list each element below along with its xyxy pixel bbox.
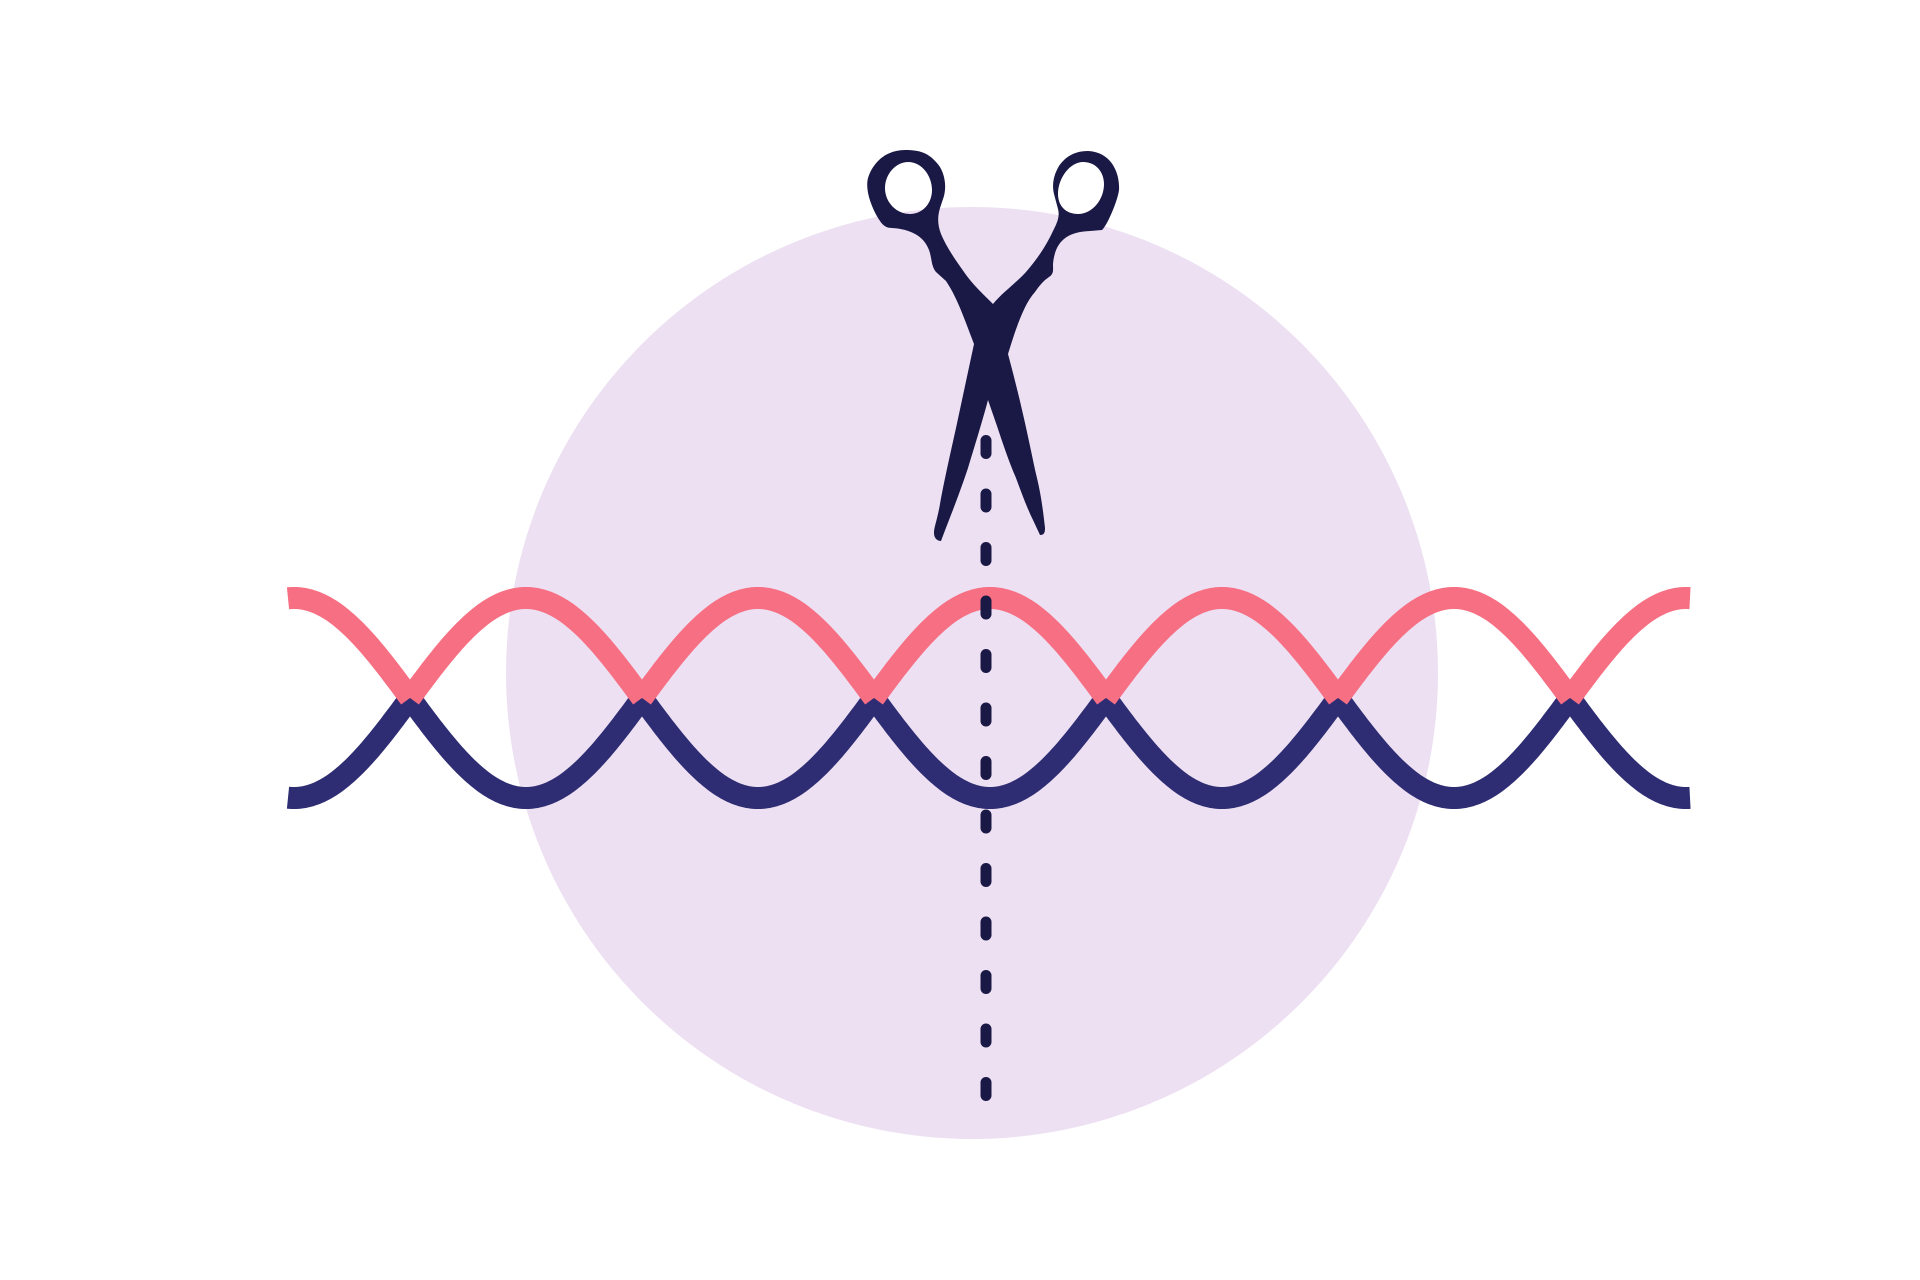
dna-strand-front bbox=[401, 587, 651, 705]
cut-line bbox=[980, 435, 992, 1101]
dna-strand-back bbox=[865, 691, 1115, 809]
dna-strand-back bbox=[1097, 691, 1347, 809]
dna-strand-back bbox=[286, 691, 419, 809]
cut-line-dash bbox=[980, 488, 992, 513]
cut-line-dash bbox=[980, 863, 992, 887]
dna-strand-front bbox=[1561, 587, 1691, 705]
cut-line-dash bbox=[980, 1077, 992, 1101]
dna-strand-front bbox=[286, 587, 419, 705]
cut-line-dash bbox=[980, 702, 992, 727]
dna-strand-front bbox=[1329, 587, 1579, 705]
cut-line-dash bbox=[980, 1023, 992, 1048]
cut-line-dash bbox=[980, 970, 992, 994]
dna-strand-front bbox=[1097, 587, 1347, 705]
dna-strand-back bbox=[1561, 691, 1691, 809]
cut-line-dash bbox=[980, 435, 992, 459]
dna-strand-back bbox=[633, 691, 883, 809]
dna-double-helix-icon bbox=[286, 587, 1691, 809]
cut-line-dash bbox=[980, 809, 992, 834]
background-circle bbox=[506, 207, 1438, 1139]
cut-line-dash bbox=[980, 649, 992, 673]
dna-strand-front bbox=[633, 587, 883, 705]
cut-line-dash bbox=[980, 756, 992, 780]
dna-strand-back bbox=[401, 691, 651, 809]
cut-line-dash bbox=[980, 595, 992, 620]
cut-line-dash bbox=[980, 542, 992, 566]
cut-line-dash bbox=[980, 916, 992, 941]
dna-strand-back bbox=[1329, 691, 1579, 809]
scissors-icon bbox=[867, 150, 1120, 541]
